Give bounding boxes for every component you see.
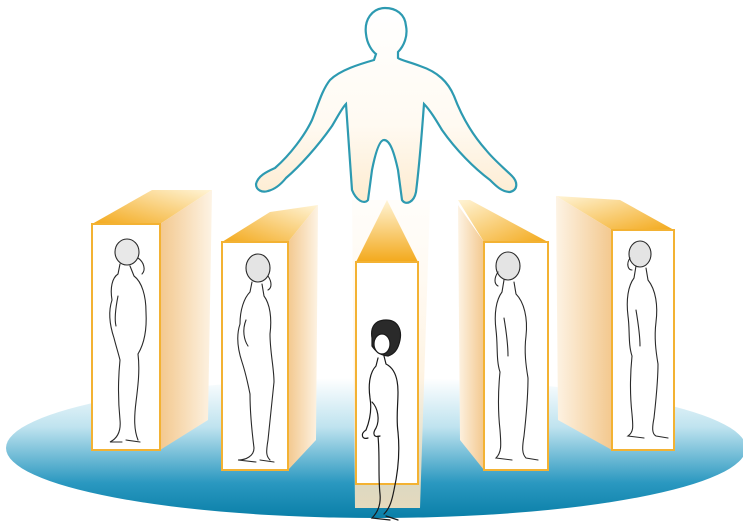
panel-5	[556, 196, 674, 450]
large-standing-figure-icon	[256, 8, 516, 203]
panel-3-face	[356, 262, 418, 484]
panel-3	[356, 200, 418, 520]
panel-1	[92, 190, 212, 450]
panel-1-side	[160, 190, 212, 450]
panel-2-side	[288, 205, 318, 470]
panel-4	[458, 200, 548, 470]
panel-5-side	[556, 196, 612, 450]
panel-4-side	[458, 205, 484, 470]
large-figure-silhouette	[256, 8, 516, 203]
panel-2	[222, 205, 318, 470]
